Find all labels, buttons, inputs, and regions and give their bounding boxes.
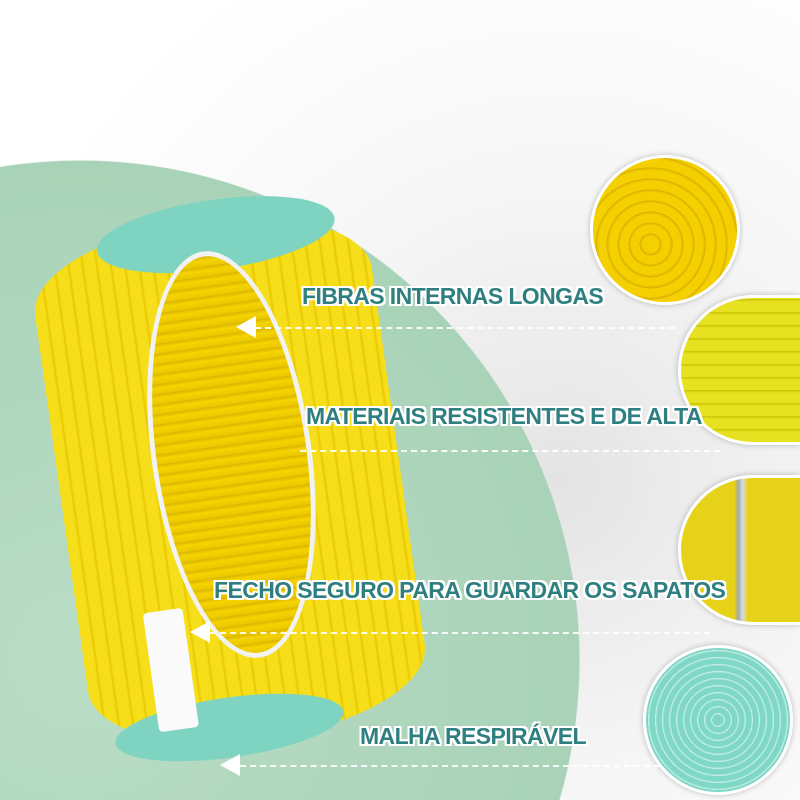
pointer-line [210, 632, 710, 634]
arrow-left-icon [220, 754, 240, 776]
pointer-line [240, 765, 660, 767]
feature-label: MATERIAIS RESISTENTES E DE ALTA [306, 403, 702, 429]
detail-fibers-image [590, 155, 740, 305]
arrow-left-icon [190, 621, 210, 643]
pointer-line [255, 327, 675, 329]
feature-label: FIBRAS INTERNAS LONGAS [302, 283, 604, 309]
arrow-left-icon [236, 316, 256, 338]
detail-zipper-image [678, 475, 800, 625]
detail-mesh-image [643, 645, 793, 795]
pointer-line [300, 450, 720, 452]
detail-material-image [678, 295, 800, 445]
feature-label: FECHO SEGURO PARA GUARDAR OS SAPATOS [214, 577, 726, 603]
feature-label: MALHA RESPIRÁVEL [360, 723, 587, 749]
